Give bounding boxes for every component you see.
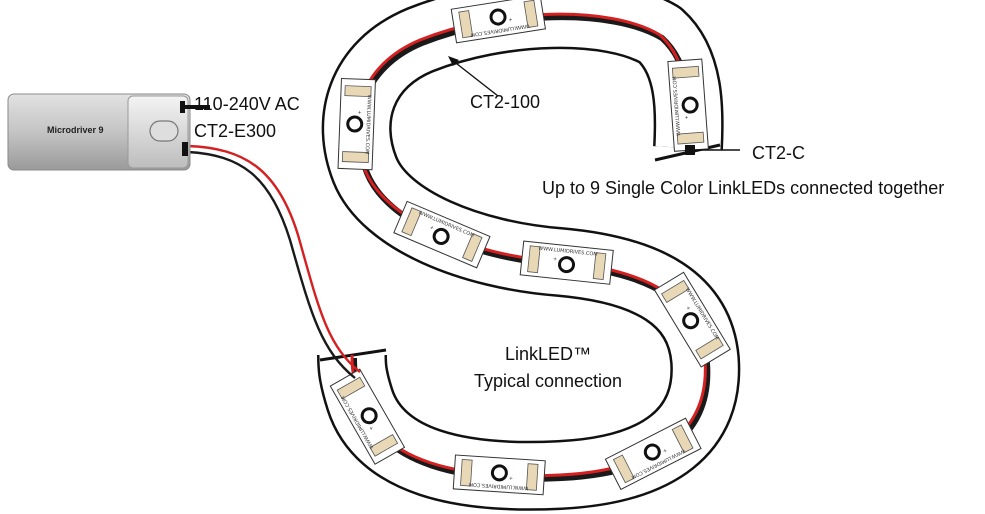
driver-cable-red — [187, 144, 361, 373]
label-end-cap: CT2-C — [752, 143, 805, 163]
label-cable-link: CT2-100 — [470, 92, 540, 112]
led-module-connector-pad — [344, 85, 372, 98]
led-module-polarity-mark: + — [368, 425, 375, 432]
label-cable-driver: CT2-E300 — [194, 121, 276, 141]
led-module: +WWW.LUMIDRIVES.COM — [519, 240, 614, 285]
led-module-url: WWW.LUMIDRIVES.COM — [364, 95, 372, 155]
led-module-connector-pad — [695, 336, 724, 360]
driver-cable — [187, 144, 361, 379]
led-module: +WWW.LUMIDRIVES.COM — [452, 454, 546, 496]
driver-cable-black — [187, 150, 356, 379]
led-module-connector-pad — [523, 0, 539, 28]
led-module-polarity-mark: + — [429, 225, 435, 232]
led-module-url: WWW.LUMIDRIVES.COM — [672, 76, 682, 136]
led-module-polarity-mark: + — [684, 115, 690, 120]
led-module: +WWW.LUMIDRIVES.COM — [667, 58, 709, 152]
led-emitter-icon — [490, 464, 508, 482]
driver-name: Microdriver 9 — [47, 125, 104, 135]
led-module-connector-pad — [676, 131, 705, 145]
led-module-connector-pad — [527, 245, 541, 274]
led-module: +WWW.LUMIDRIVES.COM — [450, 0, 547, 44]
driver-oval-port — [149, 120, 179, 142]
ct2-100-leader — [448, 56, 499, 97]
led-module-connector-pad — [661, 279, 690, 304]
led-module-connector-pad — [336, 376, 366, 400]
label-chain-note: Up to 9 Single Color LinkLEDs connected … — [542, 178, 944, 198]
microdriver-unit: Microdriver 9 — [7, 93, 210, 171]
led-module-connector-pad — [369, 434, 399, 457]
led-module-polarity-mark: + — [684, 305, 691, 312]
led-module-connector-pad — [460, 458, 473, 487]
led-module-polarity-mark: + — [356, 110, 362, 114]
led-module-connector-pad — [592, 252, 607, 280]
led-module-connector-pad — [458, 10, 474, 39]
label-power-input: 110-240V AC — [194, 94, 300, 114]
led-emitter-icon — [489, 8, 507, 26]
led-emitter-icon — [643, 443, 661, 461]
end-cap-connector — [685, 145, 740, 155]
led-module-url: WWW.LUMIDRIVES.COM — [469, 481, 529, 491]
led-module-polarity-mark: + — [508, 16, 513, 23]
led-module-polarity-mark: + — [553, 256, 558, 262]
led-module-connector-pad — [671, 65, 700, 79]
led-module-polarity-mark: + — [509, 475, 514, 481]
led-module-connector-pad — [525, 463, 539, 491]
led-emitter-icon — [682, 312, 700, 330]
title-line-2: Typical connection — [474, 371, 622, 391]
led-module-connector-pad — [341, 151, 370, 163]
led-emitter-icon — [360, 407, 378, 425]
led-emitter-icon — [681, 96, 699, 114]
led-emitter-icon — [558, 256, 576, 274]
led-module-polarity-mark: + — [661, 447, 667, 454]
led-emitter-icon — [346, 115, 364, 133]
led-module: +WWW.LUMIDRIVES.COM — [337, 77, 376, 171]
led-emitter-icon — [432, 227, 450, 245]
led-module-connector-pad — [401, 207, 422, 237]
led-module-connector-pad — [462, 233, 483, 262]
led-module-connector-pad — [612, 454, 635, 484]
title-line-1: LinkLED™ — [505, 344, 591, 364]
led-module-connector-pad — [671, 424, 694, 454]
